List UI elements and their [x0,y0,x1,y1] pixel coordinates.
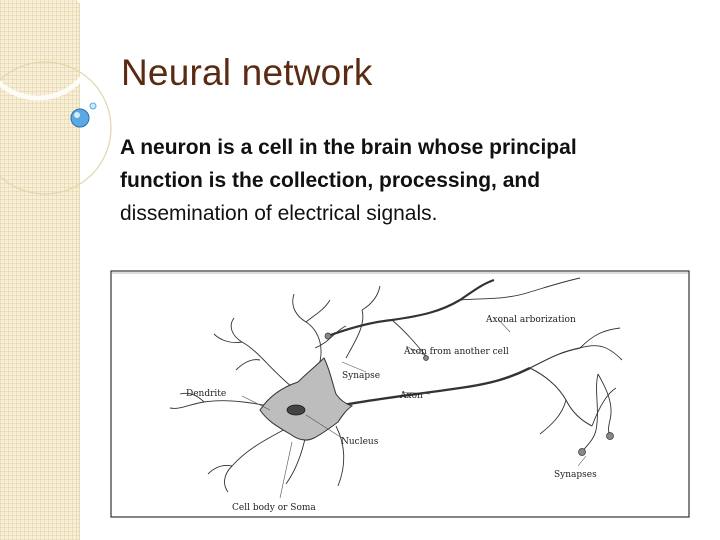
neuron-diagram: Axonal arborization Axon from another ce… [110,270,690,518]
label-synapse: Synapse [342,371,380,381]
small-bubble-icon [89,102,97,110]
label-synapses: Synapses [554,470,597,480]
synapse-terminals [324,332,614,456]
slide-title: Neural network [121,52,373,93]
blue-bubble-icon [70,108,90,128]
label-dendrite: Dendrite [186,389,226,399]
body-line-3: dissemination of electrical signals. [120,202,438,225]
decorative-circles [0,0,112,195]
label-axon: Axon [399,391,423,401]
nucleus [286,404,306,416]
label-axon-from-another-cell: Axon from another cell [403,347,509,357]
axon-from-another-cell [327,277,581,357]
body-line-1: A neuron is a cell in the brain whose pr… [120,136,577,159]
body-line-2: function is the collection, processing, … [120,169,541,192]
label-nucleus: Nucleus [341,437,379,447]
dendrites [169,285,381,493]
cell-body [259,357,354,441]
label-cell-body: Cell body or Soma [232,503,316,513]
slide-body: A neuron is a cell in the brain whose pr… [120,131,710,230]
label-axonal-arborization: Axonal arborization [485,315,576,325]
sidebar-divider [79,0,80,540]
